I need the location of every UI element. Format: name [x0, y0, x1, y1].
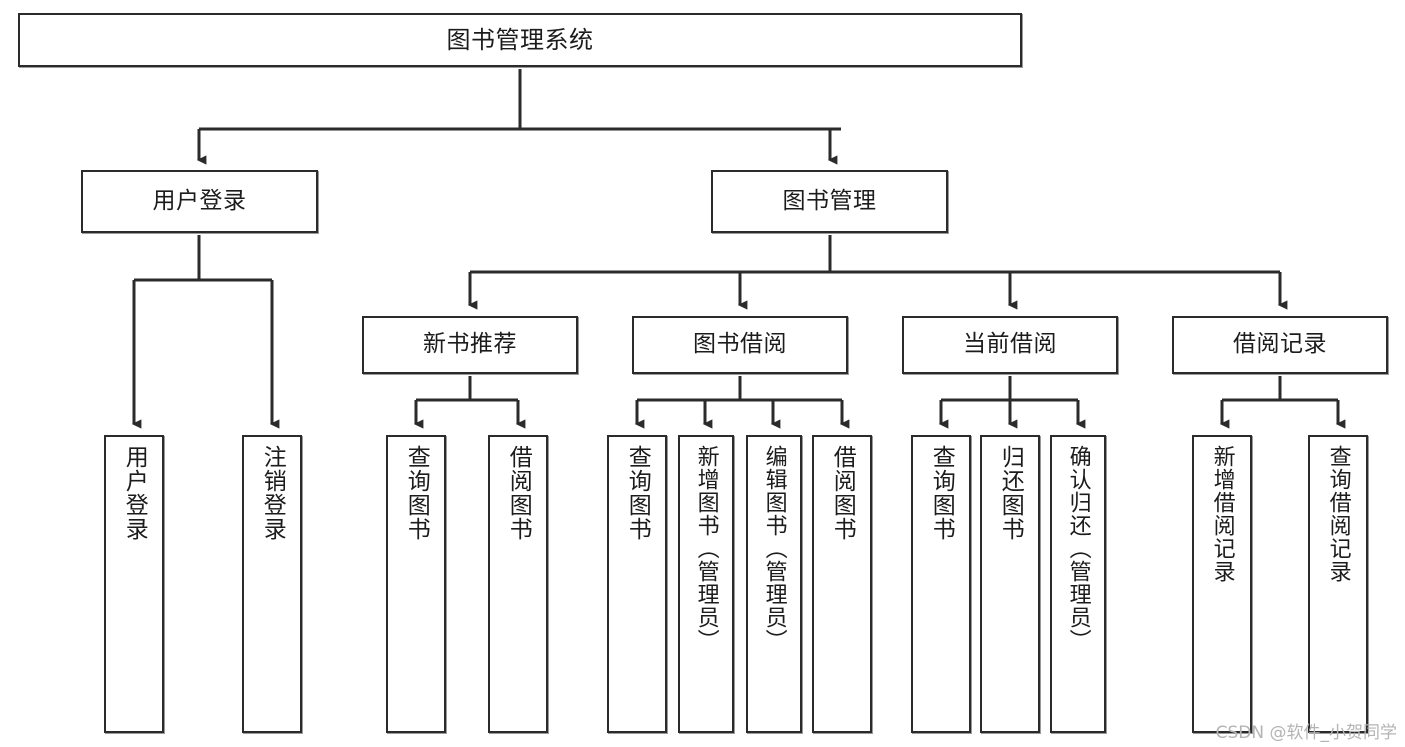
- csdn-watermark: CSDN @软件_小贺同学: [1215, 723, 1397, 743]
- leaf-recommend-borrow-book[interactable]: 借阅图书: [488, 435, 548, 733]
- node-label: 查询图书: [624, 445, 651, 541]
- node-label: 编辑图书（管理员）: [761, 445, 787, 652]
- leaf-borrow-query-book[interactable]: 查询图书: [607, 435, 667, 733]
- node-root-system[interactable]: 图书管理系统: [18, 13, 1022, 67]
- leaf-recommend-query-book[interactable]: 查询图书: [386, 435, 446, 733]
- node-label: 图书管理: [782, 187, 877, 214]
- node-label: 查询借阅记录: [1325, 445, 1351, 583]
- node-label: 新增图书（管理员）: [693, 445, 719, 652]
- node-label: 借阅图书: [505, 445, 532, 541]
- node-label: 用户登录: [121, 445, 148, 541]
- leaf-borrow-borrow-book[interactable]: 借阅图书: [812, 435, 872, 733]
- leaf-borrow-add-book-admin[interactable]: 新增图书（管理员）: [678, 435, 734, 733]
- leaf-user-login-login[interactable]: 用户登录: [104, 435, 164, 733]
- node-book-borrow[interactable]: 图书借阅: [632, 316, 848, 374]
- leaf-current-confirm-return-admin[interactable]: 确认归还（管理员）: [1050, 435, 1106, 733]
- node-label: 新增借阅记录: [1209, 445, 1235, 583]
- node-label: 查询图书: [403, 445, 430, 541]
- leaf-user-login-logout[interactable]: 注销登录: [242, 435, 302, 733]
- node-label: 图书管理系统: [446, 25, 594, 54]
- leaf-record-query-record[interactable]: 查询借阅记录: [1308, 435, 1368, 733]
- node-label: 借阅图书: [829, 445, 856, 541]
- node-borrow-record[interactable]: 借阅记录: [1172, 316, 1388, 374]
- node-new-book-recommend[interactable]: 新书推荐: [362, 316, 578, 374]
- leaf-current-return-book[interactable]: 归还图书: [980, 435, 1040, 733]
- leaf-record-add-record[interactable]: 新增借阅记录: [1192, 435, 1252, 733]
- node-label: 查询图书: [928, 445, 955, 541]
- node-label: 图书借阅: [693, 331, 787, 358]
- node-label: 归还图书: [997, 445, 1024, 541]
- leaf-borrow-edit-book-admin[interactable]: 编辑图书（管理员）: [746, 435, 802, 733]
- node-label: 注销登录: [259, 445, 286, 541]
- leaf-current-query-book[interactable]: 查询图书: [911, 435, 971, 733]
- node-current-borrow[interactable]: 当前借阅: [902, 316, 1118, 374]
- node-user-login[interactable]: 用户登录: [81, 170, 318, 233]
- node-label: 借阅记录: [1233, 331, 1327, 358]
- node-label: 确认归还（管理员）: [1065, 445, 1091, 652]
- node-label: 新书推荐: [423, 331, 517, 358]
- node-book-management[interactable]: 图书管理: [711, 170, 948, 233]
- node-label: 当前借阅: [963, 331, 1057, 358]
- node-label: 用户登录: [152, 187, 247, 214]
